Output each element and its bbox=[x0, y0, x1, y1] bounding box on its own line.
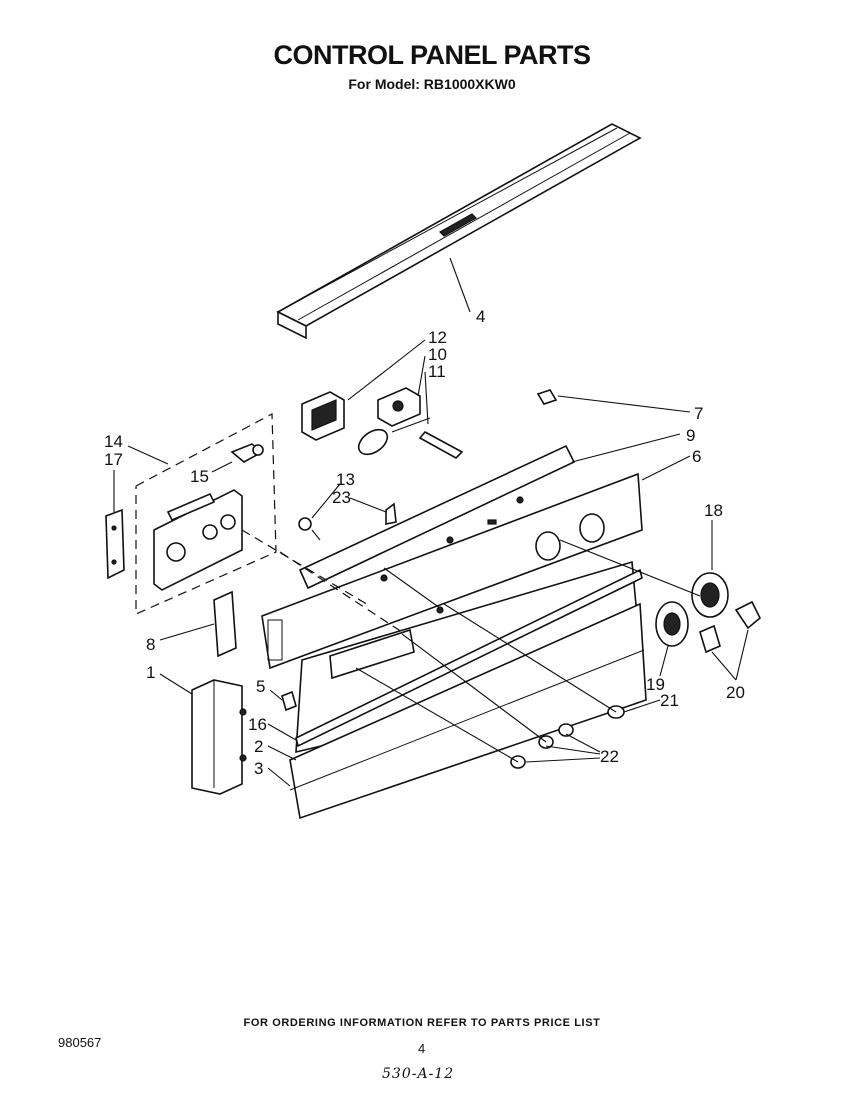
part-15-switch bbox=[230, 443, 264, 463]
part-17-bracket bbox=[105, 508, 125, 580]
part-14-17-timer-assembly-group bbox=[135, 413, 277, 615]
callout-23: 23 bbox=[332, 488, 351, 507]
part-8-bracket bbox=[213, 590, 237, 658]
part-18-bezel bbox=[691, 572, 729, 618]
part-7-clip bbox=[536, 389, 558, 405]
leader-lines bbox=[113, 257, 749, 787]
part-6-backguard-panel bbox=[261, 472, 643, 670]
callout-2: 2 bbox=[254, 737, 263, 756]
callout-14: 14 bbox=[104, 432, 123, 451]
part-19-bezel bbox=[655, 601, 689, 647]
callout-10: 10 bbox=[428, 345, 447, 364]
callout-18: 18 bbox=[704, 501, 723, 520]
handwritten-code: 530-A-12 bbox=[382, 1066, 455, 1082]
callout-5: 5 bbox=[256, 677, 265, 696]
callout-8: 8 bbox=[146, 635, 155, 654]
callout-12: 12 bbox=[428, 328, 447, 347]
callout-20: 20 bbox=[726, 683, 745, 702]
callout-4: 4 bbox=[476, 307, 485, 326]
callout-22: 22 bbox=[600, 747, 619, 766]
part-16-trim-strip bbox=[295, 568, 643, 748]
part-13-screw bbox=[298, 517, 321, 541]
document-number: 980567 bbox=[58, 1035, 102, 1050]
part-10-switch-housing bbox=[377, 387, 421, 427]
part-20-knob-lower bbox=[699, 624, 721, 654]
part-12-clock-housing bbox=[301, 391, 345, 441]
callout-7: 7 bbox=[694, 404, 703, 423]
callout-9: 9 bbox=[686, 426, 695, 445]
part-4-top-trim bbox=[276, 123, 642, 340]
callout-1: 1 bbox=[146, 663, 155, 682]
part-23-hook bbox=[385, 502, 397, 525]
part-11-wire-harness bbox=[357, 417, 464, 459]
page-title: CONTROL PANEL PARTS bbox=[273, 40, 591, 70]
part-22-grommets bbox=[510, 723, 574, 769]
model-subtitle: For Model: RB1000XKW0 bbox=[348, 76, 516, 92]
callout-19: 19 bbox=[646, 675, 665, 694]
callout-15: 15 bbox=[190, 467, 209, 486]
callout-16: 16 bbox=[248, 715, 267, 734]
part-1-terminal-block bbox=[191, 679, 247, 795]
ordering-info-note: FOR ORDERING INFORMATION REFER TO PARTS … bbox=[243, 1017, 601, 1029]
callout-6: 6 bbox=[692, 447, 701, 466]
callout-11: 11 bbox=[428, 362, 446, 381]
part-3-bottom-channel bbox=[289, 602, 647, 820]
callout-21: 21 bbox=[660, 691, 679, 710]
callout-13: 13 bbox=[336, 470, 355, 489]
part-20-knob-upper bbox=[734, 600, 761, 630]
callout-3: 3 bbox=[254, 759, 263, 778]
part-5-clip bbox=[281, 690, 297, 712]
page-number: 4 bbox=[418, 1041, 426, 1056]
callout-17: 17 bbox=[104, 450, 123, 469]
